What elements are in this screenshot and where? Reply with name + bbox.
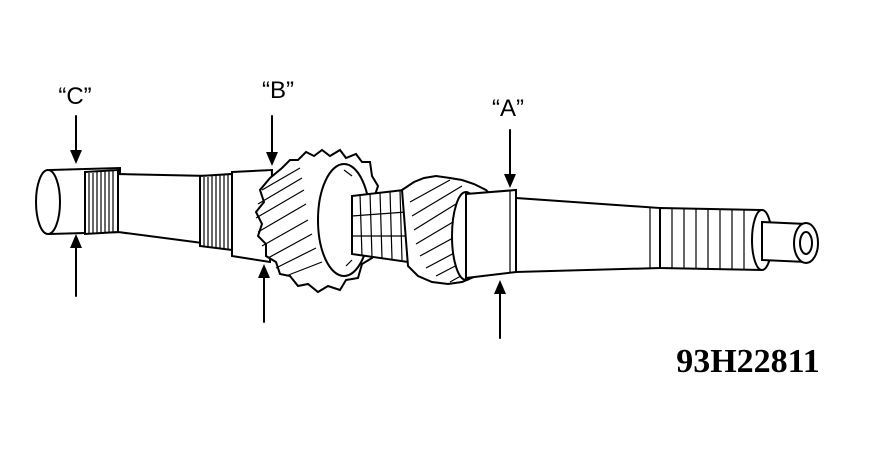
shaft-left-splines	[84, 168, 119, 236]
callout-a-label: “A”	[492, 95, 524, 122]
arrow-a-top	[504, 129, 516, 188]
figure-id: 93H22811	[676, 343, 820, 380]
arrow-c-bottom	[70, 234, 82, 297]
arrow-b-bottom	[258, 264, 270, 323]
callout-c-label: “C”	[58, 83, 91, 110]
arrow-a-bottom	[494, 280, 506, 339]
shaft-right-section	[515, 196, 661, 274]
arrow-c-top	[70, 115, 82, 164]
shaft-pilot-end	[761, 220, 819, 264]
shaft-middle-section	[117, 172, 211, 246]
shaft-journal-a	[465, 188, 517, 280]
shaft-center-splines	[199, 172, 233, 252]
callout-b-label: “B”	[262, 77, 294, 104]
shaft-right-splines	[659, 206, 773, 272]
arrow-b-top	[266, 115, 278, 166]
gear-hub-splines	[351, 188, 410, 264]
